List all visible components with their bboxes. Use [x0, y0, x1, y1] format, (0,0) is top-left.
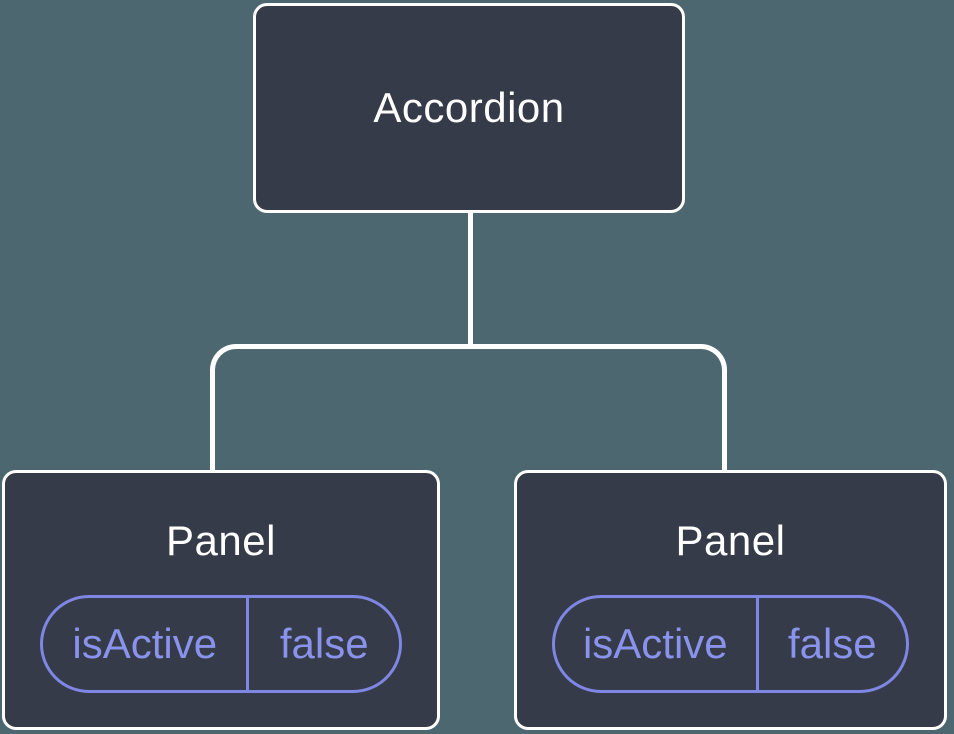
state-value: false	[279, 620, 369, 667]
panel-node-label: Panel	[166, 517, 276, 564]
panel-node-right: Panel isActive false	[514, 470, 947, 730]
accordion-node-label: Accordion	[373, 84, 565, 131]
state-pill: isActive false	[552, 595, 909, 693]
connector-root-stem	[468, 212, 473, 348]
state-pill: isActive false	[40, 595, 402, 693]
state-key: isActive	[555, 598, 759, 690]
state-value: false	[787, 620, 877, 667]
state-key: isActive	[43, 598, 250, 690]
accordion-node: Accordion	[253, 3, 685, 213]
panel-node-left: Panel isActive false	[2, 470, 440, 730]
connector-branch	[210, 344, 727, 470]
panel-node-label: Panel	[675, 517, 786, 564]
